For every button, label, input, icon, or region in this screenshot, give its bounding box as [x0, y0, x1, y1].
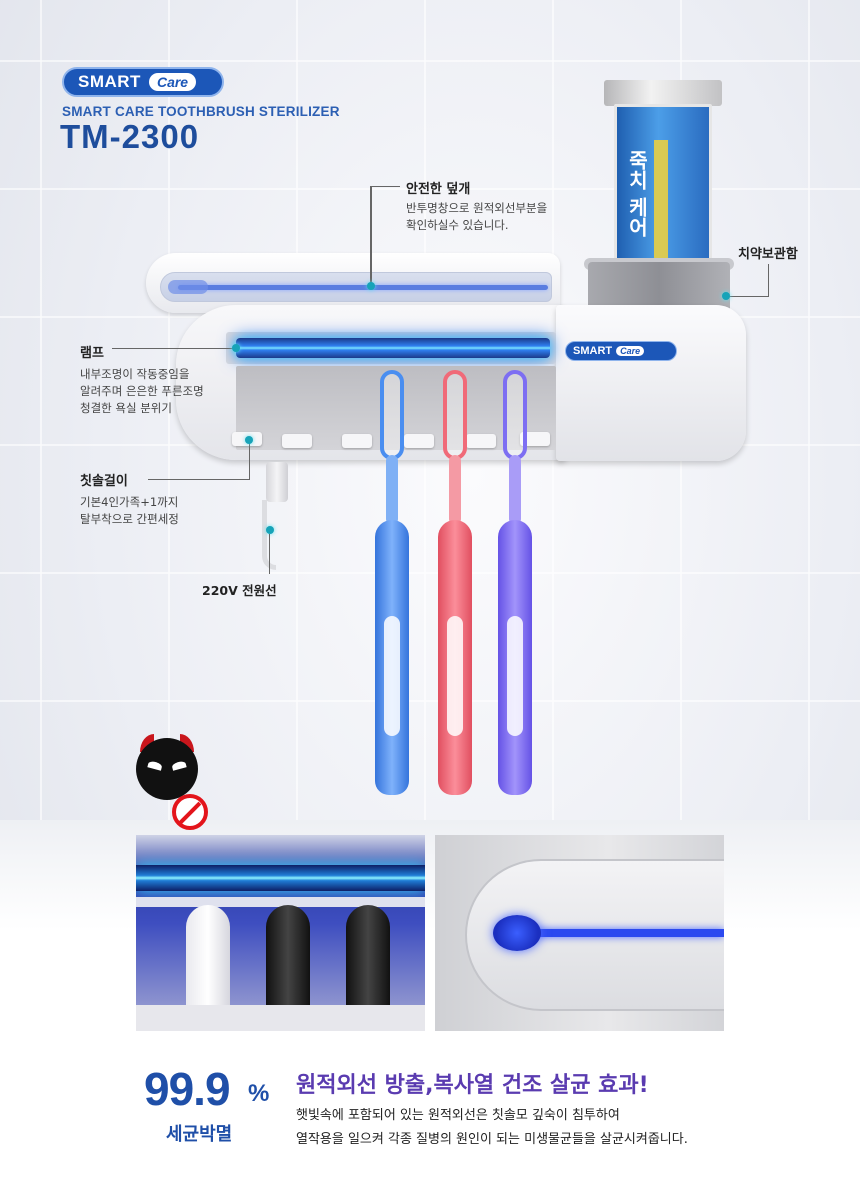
effect-desc-line-2: 열작용을 일으켜 각종 질병의 원인이 되는 미생물균들을 살균시켜줍니다. — [296, 1132, 688, 1147]
brush-hanger-desc-2: 탈부착으로 간편세정 — [80, 512, 179, 526]
red-brush-neck — [449, 455, 461, 525]
purple-brush-head — [503, 370, 527, 460]
blue-brush-grip — [384, 616, 400, 736]
brush-hanger-leader-line — [148, 479, 250, 480]
photo-uv-bar — [535, 929, 724, 937]
brush-peg — [282, 434, 312, 448]
power-plug — [266, 462, 288, 502]
blue-brush-head — [380, 370, 404, 460]
cover-leader-line — [370, 186, 400, 187]
sterilization-label: 세균박멸 — [166, 1124, 233, 1145]
uv-lamp — [236, 338, 550, 358]
lamp-desc-3: 청결한 욕실 분위기 — [80, 401, 172, 415]
cover-desc-1: 반투명창으로 원적외선부분을 — [406, 201, 548, 215]
power-title: 220V 전원선 — [202, 583, 277, 598]
brush-peg — [520, 432, 550, 446]
cover-leader-line — [370, 186, 372, 286]
purple-brush-grip — [507, 616, 523, 736]
brush-hanger-desc-1: 기본4인가족+1까지 — [80, 495, 179, 509]
cover-uv-knob — [168, 280, 208, 294]
brush-hanger-leader-line — [249, 442, 250, 480]
lamp-closeup-photo — [136, 835, 425, 1031]
power-leader-line — [269, 534, 270, 574]
paste-holder-leader-line — [768, 264, 769, 296]
sterilization-rate: 99.9 — [144, 1063, 231, 1115]
effect-title: 원적외선 방출,복사열 건조 살균 효과! — [296, 1073, 649, 1098]
lamp-leader-line — [112, 348, 234, 349]
red-brush-head — [443, 370, 467, 460]
cover-title: 안전한 덮개 — [406, 182, 471, 197]
logo-care-text: Care — [148, 73, 197, 91]
brush-hanger-marker-dot — [245, 436, 253, 444]
product-subtitle: SMART CARE TOOTHBRUSH STERILIZER — [62, 104, 340, 119]
paste-holder-marker-dot — [722, 292, 730, 300]
device-right-module — [556, 305, 746, 461]
cover-closeup-photo — [435, 835, 724, 1031]
toothpaste-band — [654, 140, 668, 260]
brush-peg — [342, 434, 372, 448]
effect-desc-line-1: 햇빛속에 포함되어 있는 원적외선은 칫솔모 깊숙이 침투하여 — [296, 1108, 620, 1123]
effect-description: 햇빛속에 포함되어 있는 원적외선은 칫솔모 깊숙이 침투하여 열작용을 일으켜… — [296, 1104, 816, 1152]
cover-desc-2: 확인하실수 있습니다. — [406, 218, 509, 232]
lamp-marker-dot — [232, 344, 240, 352]
cover-uv-bar — [178, 285, 548, 290]
cover-marker-dot — [367, 282, 375, 290]
model-number: TM-2300 — [60, 118, 200, 155]
sterilization-unit: % — [248, 1080, 270, 1107]
paste-holder-title: 치약보관함 — [738, 247, 798, 262]
prohibited-slash — [178, 801, 202, 825]
lamp-desc-1: 내부조명이 작동중임을 — [80, 367, 190, 381]
logo-smart-text: SMART — [78, 72, 141, 91]
power-marker-dot — [266, 526, 274, 534]
device-logo: SMART Care — [565, 341, 677, 361]
purple-brush-neck — [509, 455, 521, 525]
device-logo-care: Care — [616, 346, 645, 356]
brush-peg — [466, 434, 496, 448]
paste-holder-leader-line — [728, 296, 769, 297]
device-logo-smart: SMART — [573, 345, 613, 357]
lamp-title: 램프 — [80, 346, 104, 361]
photo-uv-lamp — [136, 865, 425, 891]
toothpaste-label: 죽치 케어 — [625, 150, 649, 237]
blue-brush-neck — [386, 455, 398, 525]
prohibited-icon — [172, 794, 208, 830]
lamp-desc-2: 알려주며 은은한 푸른조명 — [80, 384, 204, 398]
brush-peg — [404, 434, 434, 448]
red-brush-grip — [447, 616, 463, 736]
germ-devil-icon — [136, 738, 198, 800]
brush-hanger-title: 칫솔걸이 — [80, 474, 128, 489]
photo-shelf — [136, 897, 425, 907]
photo-uv-spoon — [493, 915, 541, 951]
toothpaste-crimp — [604, 80, 722, 106]
smart-care-logo: SMART Care — [62, 67, 224, 97]
photo-base — [136, 1005, 425, 1031]
